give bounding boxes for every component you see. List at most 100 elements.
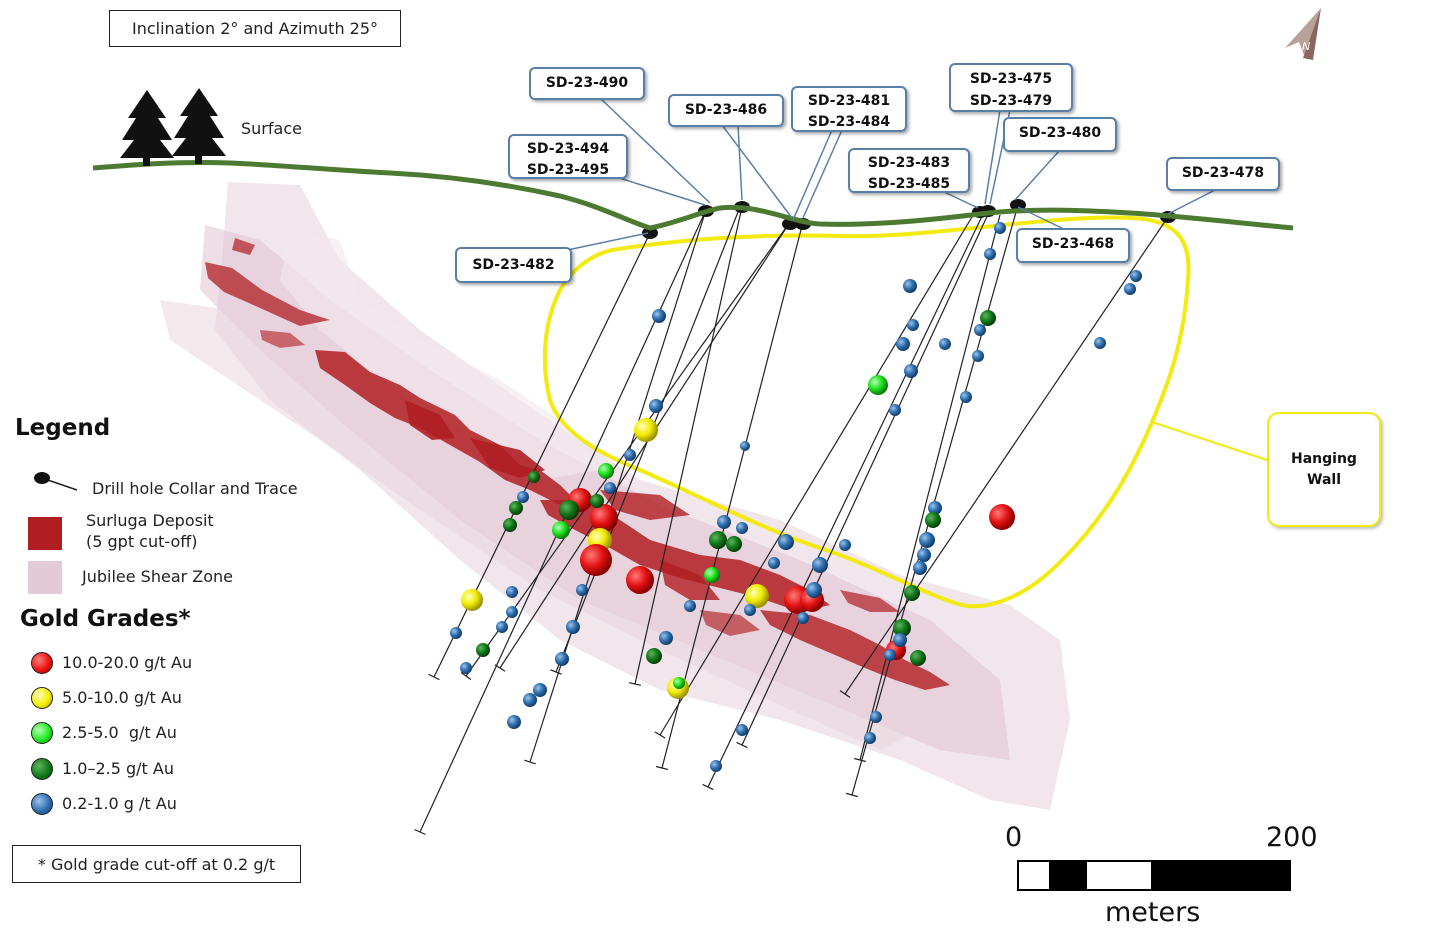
drill-hole-label: SD-23-480 — [1003, 117, 1117, 152]
grade-sphere-0.2-1 — [604, 482, 616, 494]
trace-end-tick — [839, 690, 851, 698]
grade-sphere-0.2-1 — [460, 662, 472, 674]
grade-sphere-5-10 — [745, 584, 769, 608]
tree-icon — [120, 88, 226, 166]
legend-deposit-swatch — [28, 517, 62, 550]
grade-dot-blue — [31, 793, 53, 815]
hanging-wall-callout: Hanging Wall — [1267, 412, 1381, 527]
drill-trace — [661, 221, 804, 769]
trace-end-tick — [736, 741, 748, 749]
trace-end-tick — [854, 757, 866, 763]
grade-sphere-0.2-1 — [960, 391, 972, 403]
grade-sphere-1-2.5 — [709, 531, 727, 549]
hanging-wall-leader — [1151, 421, 1268, 461]
grade-label: 10.0-20.0 g/t Au — [62, 653, 193, 672]
grade-sphere-0.2-1 — [919, 532, 935, 548]
grade-sphere-0.2-1 — [778, 534, 794, 550]
grade-label: 2.5-5.0 g/t Au — [62, 723, 177, 742]
trace-end-tick — [460, 672, 472, 680]
grade-sphere-0.2-1 — [649, 399, 663, 413]
grade-sphere-1-2.5 — [509, 501, 523, 515]
trace-end-tick — [846, 792, 858, 798]
drill-trace — [499, 221, 791, 669]
trace-end-tick — [656, 765, 668, 771]
grade-sphere-10-20 — [590, 504, 618, 532]
grade-label: 5.0-10.0 g/t Au — [62, 688, 182, 707]
grade-sphere-5-10 — [461, 589, 483, 611]
trace-end-tick — [629, 682, 641, 686]
grade-sphere-0.2-1 — [994, 222, 1006, 234]
grade-sphere-0.2-1 — [576, 584, 588, 596]
drill-trace — [851, 204, 1019, 796]
grade-sphere-0.2-1 — [1094, 337, 1106, 349]
grade-sphere-0.2-1 — [1130, 270, 1142, 282]
grade-sphere-0.2-1 — [555, 652, 569, 666]
grade-sphere-0.2-1 — [907, 319, 919, 331]
grade-sphere-0.2-1 — [523, 693, 537, 707]
trace-end-tick — [428, 673, 440, 681]
grade-sphere-0.2-1 — [870, 711, 882, 723]
drill-hole-label: SD-23-478 — [1166, 157, 1280, 191]
grade-sphere-0.2-1 — [917, 548, 931, 562]
footnote: * Gold grade cut-off at 0.2 g/t — [12, 845, 301, 883]
grade-sphere-0.2-1 — [744, 604, 756, 616]
grade-sphere-0.2-1 — [889, 404, 901, 416]
drill-trace — [859, 214, 1001, 761]
surface-line — [92, 159, 1294, 231]
grade-sphere-0.2-1 — [652, 309, 666, 323]
grade-sphere-1-2.5 — [893, 619, 911, 637]
north-letter: N — [1302, 40, 1310, 53]
grade-sphere-1-2.5 — [726, 536, 742, 552]
grade-sphere-1-2.5 — [980, 310, 996, 326]
grade-sphere-10-20 — [989, 504, 1015, 530]
drill-trace — [844, 216, 1169, 695]
grade-sphere-0.2-1 — [913, 561, 927, 575]
grade-sphere-0.2-1 — [710, 760, 722, 772]
trace-end-tick — [494, 664, 506, 672]
grade-dot-darkgreen — [31, 758, 53, 780]
grade-sphere-1-2.5 — [646, 648, 662, 664]
legend-collar-label: Drill hole Collar and Trace — [92, 479, 298, 498]
legend-deposit-label: Surluga Deposit (5 gpt cut-off) — [86, 511, 214, 551]
grade-sphere-0.2-1 — [717, 515, 731, 529]
grade-sphere-10-20 — [580, 544, 612, 576]
trace-end-tick — [524, 759, 536, 765]
grade-sphere-1-2.5 — [925, 512, 941, 528]
grade-sphere-0.2-1 — [768, 557, 780, 569]
grade-dot-yellow — [31, 687, 53, 709]
grade-sphere-1-2.5 — [476, 643, 490, 657]
scale-max: 200 — [1266, 822, 1318, 853]
grade-sphere-0.2-1 — [928, 501, 942, 515]
grade-sphere-0.2-1 — [903, 279, 917, 293]
grade-sphere-0.2-1 — [684, 600, 696, 612]
gold-grade-spheres — [450, 222, 1142, 772]
grade-sphere-0.2-1 — [904, 364, 918, 378]
gold-grades-title: Gold Grades* — [20, 606, 191, 632]
trace-end-tick — [550, 669, 562, 675]
grade-sphere-0.2-1 — [972, 350, 984, 362]
grade-dot-lightgreen — [31, 722, 53, 744]
scale-min: 0 — [1005, 822, 1023, 853]
trace-end-tick — [654, 731, 666, 739]
drill-collar — [1010, 199, 1026, 211]
grade-sphere-2.5-5 — [868, 375, 888, 395]
grade-sphere-1-2.5 — [559, 500, 579, 520]
grade-sphere-0.2-1 — [507, 715, 521, 729]
drill-trace — [707, 209, 986, 788]
grade-sphere-2.5-5 — [552, 521, 570, 539]
grade-sphere-0.2-1 — [797, 612, 809, 624]
trace-end-tick — [414, 828, 426, 836]
drill-trace — [659, 211, 976, 736]
north-arrow-icon: N — [1285, 8, 1321, 60]
grade-dot-red — [31, 652, 53, 674]
grade-sphere-0.2-1 — [864, 732, 876, 744]
grade-sphere-1-2.5 — [503, 518, 517, 532]
legend-title: Legend — [15, 415, 111, 441]
drill-hole-label: SD-23-482 — [455, 247, 572, 283]
grade-sphere-0.2-1 — [1124, 283, 1136, 295]
surface-label: Surface — [241, 119, 302, 138]
